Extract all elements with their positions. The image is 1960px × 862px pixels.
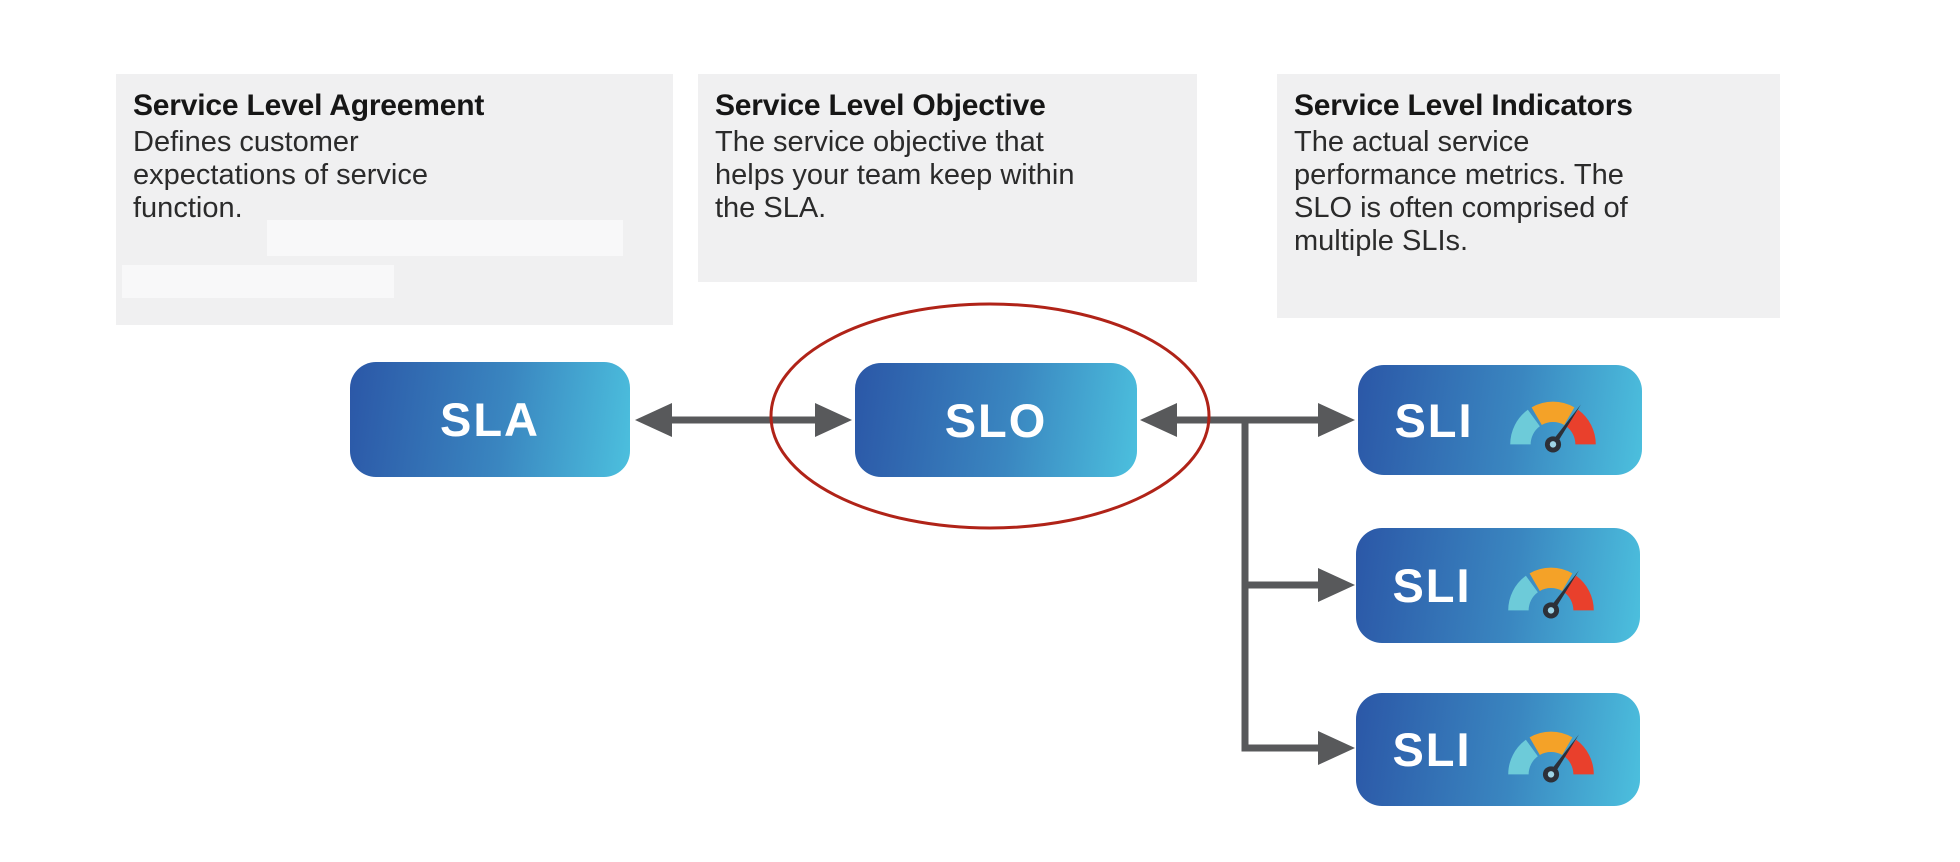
info-card-text-line: The actual service <box>1294 126 1530 158</box>
info-card-sla: Service Level Agreement Defines customer… <box>116 74 673 325</box>
arrowhead-into-slo-left <box>815 403 852 437</box>
node-sli-3: SLI <box>1356 693 1640 806</box>
node-sli-1: SLI <box>1358 365 1642 475</box>
info-card-sli: Service Level Indicators The actual serv… <box>1277 74 1780 318</box>
info-card-text-line: The service objective that <box>715 126 1044 158</box>
arrowhead-into-sli-1 <box>1318 403 1355 437</box>
info-card-text-line: function. <box>133 192 243 224</box>
info-card-text-line: helps your team keep within <box>715 159 1075 191</box>
gauge-meter-icon <box>1498 554 1604 624</box>
node-sli-2: SLI <box>1356 528 1640 643</box>
node-label: SLI <box>1392 559 1472 612</box>
info-card-text-line: performance metrics. The <box>1294 159 1624 191</box>
info-card-text-line: multiple SLIs. <box>1294 225 1469 257</box>
info-card-text-line: the SLA. <box>715 192 827 224</box>
arrowhead-into-sla <box>635 403 672 437</box>
info-card-title: Service Level Indicators <box>1294 89 1633 122</box>
node-label: SLA <box>440 393 540 446</box>
node-label: SLI <box>1394 393 1474 447</box>
redacted-text-strip <box>267 220 623 256</box>
gauge-meter-icon <box>1498 718 1604 788</box>
arrowhead-into-slo-right <box>1140 403 1177 437</box>
info-card-title: Service Level Objective <box>715 89 1046 122</box>
gauge-meter-icon <box>1500 388 1606 458</box>
node-sla: SLA <box>350 362 630 477</box>
info-card-text-line: SLO is often comprised of <box>1294 192 1628 224</box>
info-card-slo: Service Level Objective The service obje… <box>698 74 1197 282</box>
info-card-text-line: Defines customer <box>133 126 359 158</box>
arrowhead-into-sli-2 <box>1318 568 1355 602</box>
redacted-text-strip <box>122 265 394 298</box>
node-slo: SLO <box>855 363 1137 477</box>
arrowhead-into-sli-3 <box>1318 731 1355 765</box>
node-label: SLI <box>1392 723 1472 776</box>
info-card-title: Service Level Agreement <box>133 89 485 122</box>
info-card-text-line: expectations of service <box>133 159 428 191</box>
node-label: SLO <box>944 393 1048 447</box>
